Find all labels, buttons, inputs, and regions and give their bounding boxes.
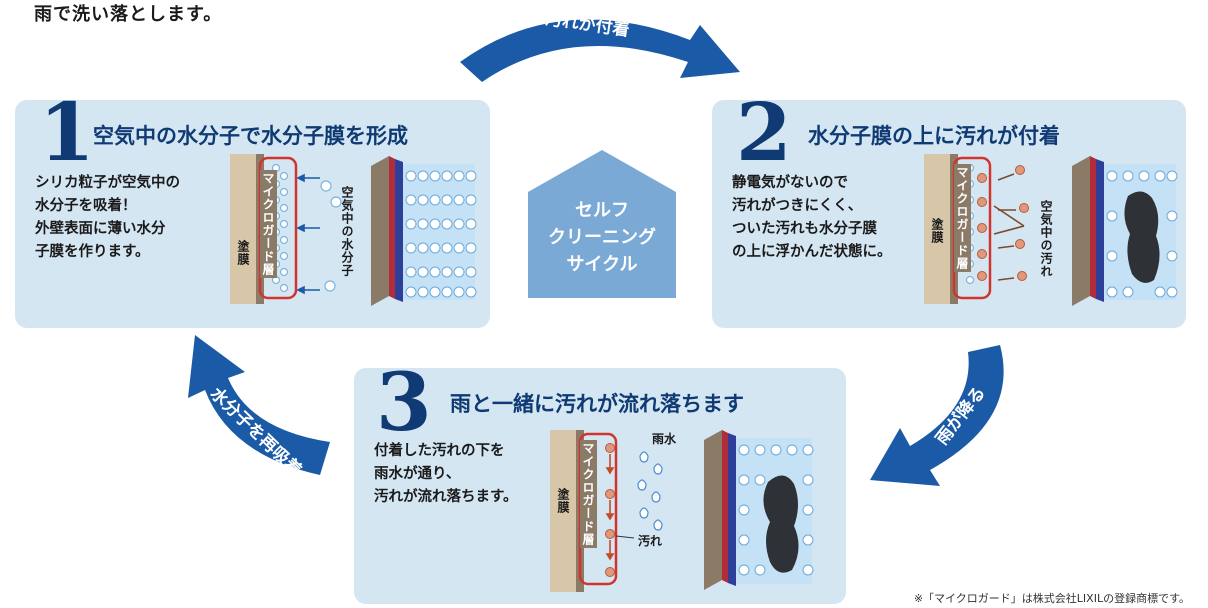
trademark-footnote: ※「マイクロガード」は株式会社LIXILの登録商標です。	[913, 592, 1190, 605]
step-number: 1	[39, 85, 95, 179]
step-2-panel: 2 水分子膜の上に汚れが付着 静電気がないので 汚れがつきにくく、 ついた汚れも…	[712, 92, 1186, 328]
air-dirt-label: 空気中の汚れ	[1039, 200, 1053, 278]
arrow-left-label: 水分子を再吸着	[206, 383, 306, 481]
arrow-right-label: 雨が降る	[932, 383, 990, 449]
step-number: 3	[376, 355, 432, 449]
step-1-panel: 1 空気中の水分子で水分子膜を形成 シリカ粒子が空気中の 水分子を吸着！ 外壁表…	[15, 92, 490, 328]
cycle-center-label: セルフ クリーニング サイクル	[548, 200, 656, 275]
step-3-layer-diagram	[550, 430, 663, 592]
coating-label: 塗膜	[556, 488, 570, 514]
step-title: 水分子膜の上に汚れが付着	[808, 124, 1060, 148]
step-title: 雨と一緒に汚れが流れ落ちます	[450, 392, 744, 416]
step-description: シリカ粒子が空気中の 水分子を吸着！ 外壁表面に薄い水分 子膜を作ります。	[35, 175, 180, 260]
step-3-panel: 3 雨と一緒に汚れが流れ落ちます 付着した汚れの下を 雨水が通り、 汚れが流れ落…	[354, 362, 846, 604]
intro-text: 雨で洗い落とします。	[34, 4, 223, 25]
air-water-molecule-label: 空気中の水分子	[340, 186, 354, 277]
microguard-layer-label: マイクロガード層	[580, 440, 597, 548]
step-2-wall-illustration	[1072, 156, 1178, 306]
coating-label: 塗膜	[236, 240, 250, 266]
dirt-label: 汚れ	[638, 534, 663, 548]
step-description: 静電気がないので 汚れがつきにくく、 ついた汚れも水分子膜 の上に浮かんだ状態に…	[732, 175, 892, 260]
microguard-layer-label: マイクロガード層	[260, 170, 277, 278]
step-title: 空気中の水分子で水分子膜を形成	[93, 124, 408, 148]
rainwater-label: 雨水	[652, 432, 677, 446]
arrow-top-label: 汚れが付着	[543, 9, 631, 41]
step-1-wall-illustration	[371, 156, 477, 306]
step-3-wall-illustration	[704, 430, 814, 590]
microguard-layer-label: マイクロガード層	[954, 164, 971, 272]
step-description: 付着した汚れの下を 雨水が通り、 汚れが流れ落ちます。	[374, 443, 518, 505]
coating-label: 塗膜	[930, 218, 944, 244]
step-number: 2	[736, 85, 792, 179]
